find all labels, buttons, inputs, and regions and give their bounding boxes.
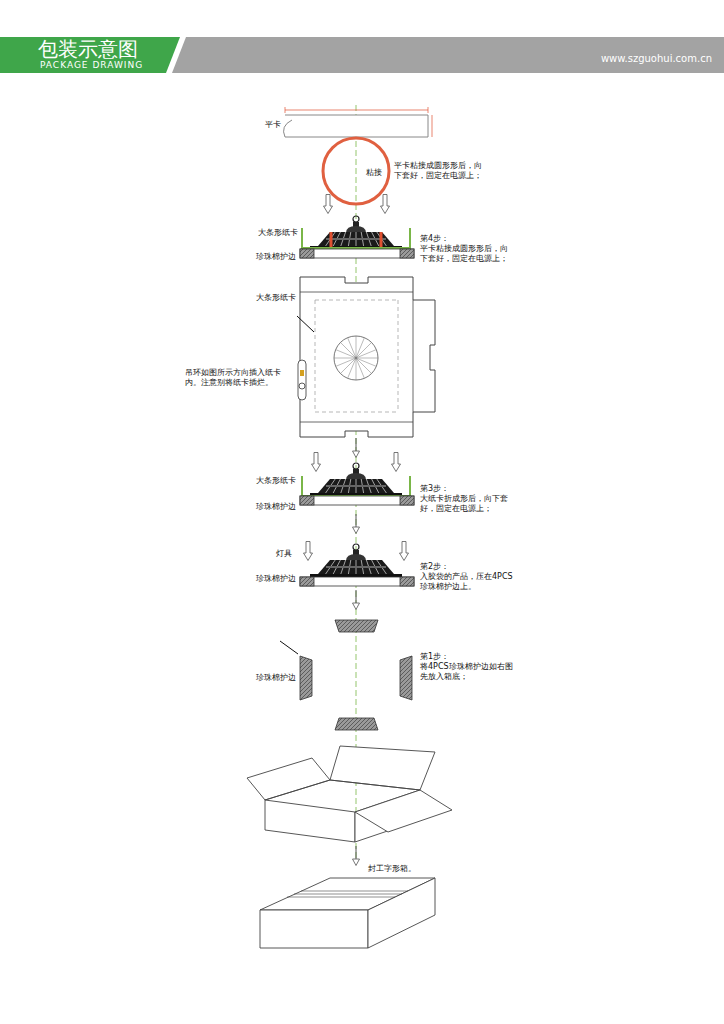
instruction-note: 吊环如图所示方向插入纸卡内。注意别将纸卡插烂。 [185, 368, 281, 388]
path-shape [300, 292, 413, 422]
path-shape [400, 656, 412, 700]
instruction-note: 将4PCS珍珠棉护边如右图先放入箱底； [420, 662, 516, 682]
step-heading: 第3步： [420, 484, 449, 494]
path-shape [331, 232, 381, 247]
part-name: 珍珠棉护边 [256, 673, 296, 683]
use-shape [312, 453, 321, 472]
closed-carton [260, 878, 435, 948]
use-shape [310, 463, 402, 501]
path-shape [284, 115, 428, 137]
polygon-shape [355, 790, 452, 832]
flat-card [284, 107, 432, 137]
instruction-note: 大纸卡折成形后，向下套好，固定在电源上； [420, 494, 512, 514]
path-shape [285, 107, 432, 137]
path-shape [335, 620, 378, 632]
open-carton [247, 746, 452, 842]
step-heading: 第4步： [420, 234, 449, 244]
rect-shape [400, 496, 414, 505]
rect-shape [300, 249, 414, 258]
line-shape [348, 338, 365, 379]
part-name: 珍珠棉护边 [256, 252, 296, 262]
page-title: 包装示意图 [38, 39, 138, 59]
path-shape [315, 300, 398, 412]
path-shape [287, 891, 408, 897]
g-shape [334, 336, 378, 380]
circle-shape [299, 383, 305, 389]
step-arrow [353, 590, 360, 610]
part-name: 珍珠棉护边 [256, 574, 296, 584]
instruction-note: 入胶袋的产品，压在4PCS珍珠棉护边上。 [420, 572, 516, 592]
path-shape [302, 476, 410, 496]
part-name: 大条形纸卡 [256, 476, 296, 486]
use-shape [392, 453, 401, 472]
rect-shape [300, 577, 414, 586]
rect-shape [300, 496, 414, 505]
website-url: www.szguohui.com.cn [601, 53, 712, 66]
use-shape [304, 542, 313, 561]
polygon-shape [0, 37, 180, 73]
polygon-shape [0, 37, 186, 73]
rect-shape [300, 370, 304, 376]
instruction-note: 平卡粘接成圆形形后，向下套好，固定在电源上； [394, 161, 486, 181]
header-band [0, 37, 724, 73]
polygon-shape [330, 746, 435, 790]
step-heading: 第1步： [420, 652, 449, 662]
rect-shape [400, 249, 414, 258]
path-shape [300, 656, 312, 700]
step4-figure [300, 195, 414, 259]
rect-shape [300, 249, 314, 258]
card-ring [323, 138, 389, 204]
use-shape [324, 195, 333, 214]
rect-shape [0, 37, 724, 73]
card-layout [297, 277, 435, 437]
part-name: 大条形纸卡 [258, 228, 298, 238]
step-arrow [353, 514, 360, 534]
subtitle: PACKAGE DRAWING [40, 60, 143, 71]
part-name: 粘接 [366, 168, 382, 178]
path-shape [280, 641, 298, 654]
part-name: 大条形纸卡 [256, 293, 296, 303]
step3-figure [300, 453, 414, 506]
use-shape [381, 195, 390, 214]
step2-figure [300, 542, 414, 587]
step-heading: 第2步： [420, 562, 449, 572]
polygon-shape [265, 800, 355, 842]
rect-shape [298, 360, 306, 400]
part-name: 灯具 [276, 549, 292, 559]
step-arrow [353, 438, 360, 458]
path-shape [297, 316, 314, 332]
part-name: 珍珠棉护边 [256, 502, 296, 512]
polygon-shape [247, 758, 330, 800]
use-shape [310, 544, 402, 582]
step-arrow [353, 846, 360, 866]
polygon-shape [260, 910, 368, 948]
path-shape [300, 277, 435, 437]
polyline-shape [265, 780, 420, 800]
rect-shape [300, 577, 314, 586]
rect-shape [300, 496, 314, 505]
part-name: 平卡 [265, 120, 281, 130]
path-shape [302, 228, 410, 248]
polygon-shape [368, 878, 435, 948]
instruction-note: 平卡粘接成圆形形后，向下套好，固定在电源上； [420, 244, 512, 264]
circle-shape [334, 336, 378, 380]
instruction-note: 封工字形箱。 [368, 864, 416, 874]
step1-figure [280, 620, 412, 730]
line-shape [348, 338, 365, 379]
use-shape [400, 542, 409, 561]
rect-shape [400, 577, 414, 586]
path-shape [335, 718, 378, 730]
